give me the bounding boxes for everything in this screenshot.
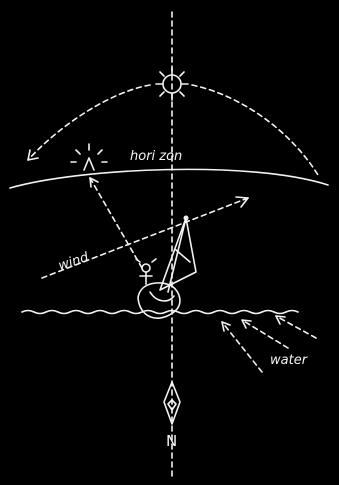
wind-label: wind xyxy=(57,250,92,274)
horizon-label: hori zon xyxy=(130,149,182,164)
sight-line xyxy=(90,178,142,268)
horizon-line xyxy=(10,169,328,188)
sun-path-right xyxy=(192,85,318,175)
setting-sun-icon xyxy=(71,144,107,170)
sailor-icon xyxy=(136,259,156,284)
water-line xyxy=(22,311,298,314)
water-label: water xyxy=(270,353,309,368)
sailboat-icon xyxy=(138,216,196,319)
north-label: N xyxy=(166,432,177,450)
